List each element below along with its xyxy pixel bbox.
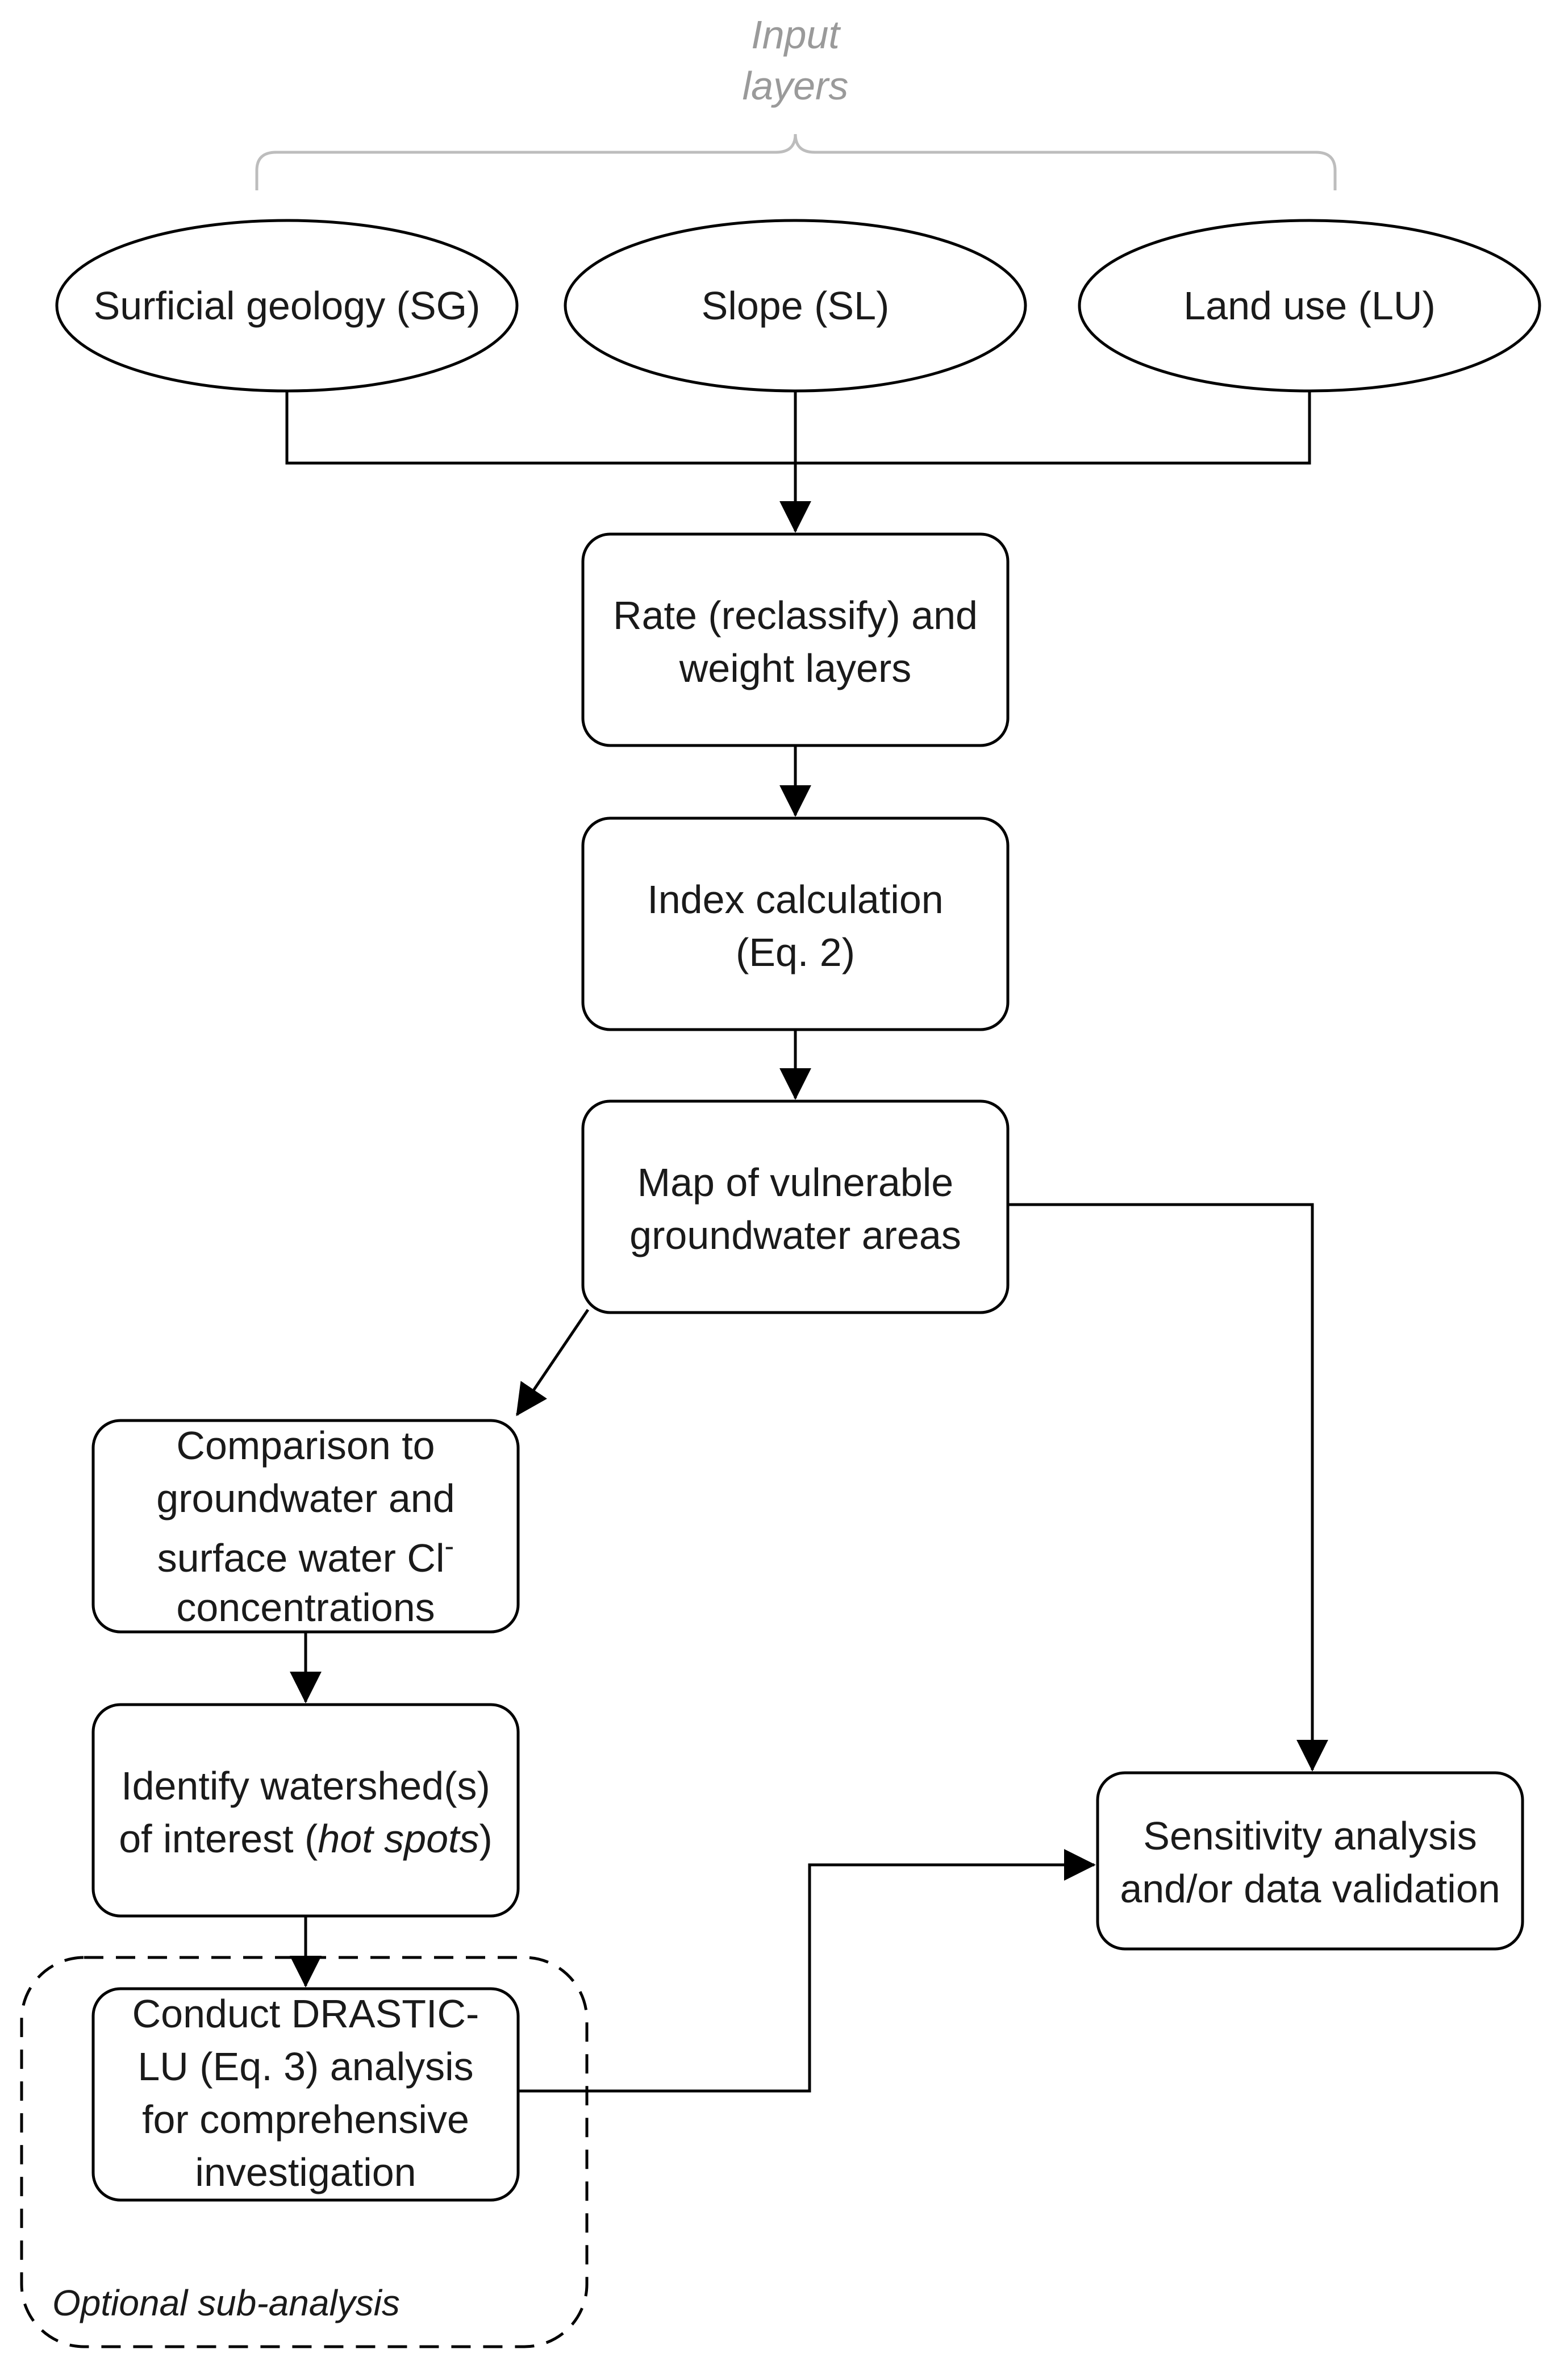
chloride-superscript: - bbox=[445, 1530, 454, 1562]
vuln-map-line-1: Map of vulnerable bbox=[637, 1160, 953, 1205]
edge-drastic-to-sensitivity bbox=[518, 1849, 1096, 2093]
identify-line-2: of interest (hot spots) bbox=[119, 1817, 493, 1861]
comparison-line-2: groundwater and bbox=[156, 1476, 454, 1521]
input-surficial-geology-label: Surficial geology (SG) bbox=[94, 284, 481, 328]
hot-spots-italic: hot spots bbox=[318, 1817, 479, 1861]
comparison-line-1: Comparison to bbox=[176, 1423, 435, 1468]
input-land-use-label: Land use (LU) bbox=[1183, 284, 1436, 328]
step-index-calculation: Index calculation (Eq. 2) bbox=[581, 817, 1010, 1031]
sensitivity-line-2: and/or data validation bbox=[1120, 1867, 1500, 1911]
rate-weight-line-2: weight layers bbox=[679, 646, 912, 690]
optional-subanalysis-label: Optional sub-analysis bbox=[52, 2282, 400, 2323]
edge-map-to-comparison bbox=[515, 1309, 590, 1417]
step-identify-watersheds: Identify watershed(s) of interest (hot s… bbox=[91, 1703, 520, 1918]
edge-inputs-merge bbox=[285, 391, 1311, 465]
sensitivity-line-1: Sensitivity analysis bbox=[1143, 1814, 1477, 1858]
input-brace bbox=[255, 134, 1337, 190]
step-comparison: Comparison to groundwater and surface wa… bbox=[91, 1419, 520, 1634]
input-land-use: Land use (LU) bbox=[1078, 219, 1541, 393]
input-surficial-geology: Surficial geology (SG) bbox=[55, 219, 519, 393]
vuln-map-line-2: groundwater areas bbox=[629, 1213, 961, 1257]
comparison-line-3: surface water Cl- bbox=[157, 1530, 454, 1580]
index-calc-line-2: (Eq. 2) bbox=[736, 930, 855, 974]
identify-line-1: Identify watershed(s) bbox=[121, 1764, 490, 1808]
input-layers-header: Input layers bbox=[255, 13, 1337, 190]
edge-map-to-sensitivity bbox=[1008, 1203, 1328, 1772]
header-line-1: Input bbox=[751, 13, 841, 57]
drastic-line-4: investigation bbox=[195, 2150, 416, 2194]
optional-subanalysis-group bbox=[20, 1956, 589, 2348]
drastic-line-1: Conduct DRASTIC- bbox=[132, 1992, 479, 2036]
rate-weight-line-1: Rate (reclassify) and bbox=[613, 593, 978, 638]
step-sensitivity: Sensitivity analysis and/or data validat… bbox=[1096, 1771, 1524, 1951]
input-slope-label: Slope (SL) bbox=[702, 284, 890, 328]
index-calc-line-1: Index calculation bbox=[647, 877, 943, 922]
step-rate-weight: Rate (reclassify) and weight layers bbox=[581, 532, 1010, 747]
header-line-2: layers bbox=[743, 64, 849, 108]
step-drastic-lu: Conduct DRASTIC- LU (Eq. 3) analysis for… bbox=[91, 1987, 520, 2202]
drastic-line-3: for comprehensive bbox=[142, 2097, 469, 2142]
input-slope: Slope (SL) bbox=[564, 219, 1027, 393]
comparison-line-4: concentrations bbox=[176, 1585, 435, 1630]
drastic-line-2: LU (Eq. 3) analysis bbox=[137, 2044, 473, 2089]
step-vulnerability-map: Map of vulnerable groundwater areas bbox=[581, 1099, 1010, 1314]
